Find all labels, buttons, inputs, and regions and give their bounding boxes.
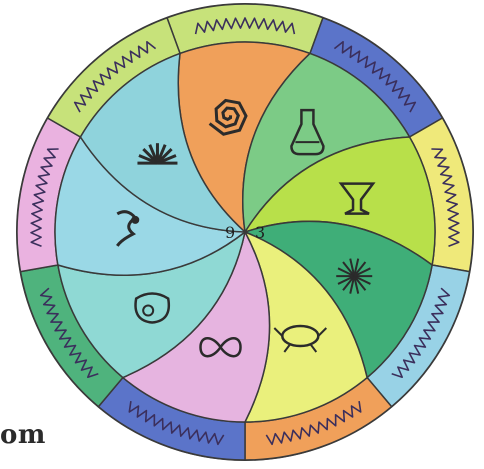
- corner-text: om: [0, 420, 46, 450]
- center-mark: 9: [225, 223, 235, 242]
- inner-segments: [55, 42, 435, 422]
- center-mark: 3: [255, 223, 265, 242]
